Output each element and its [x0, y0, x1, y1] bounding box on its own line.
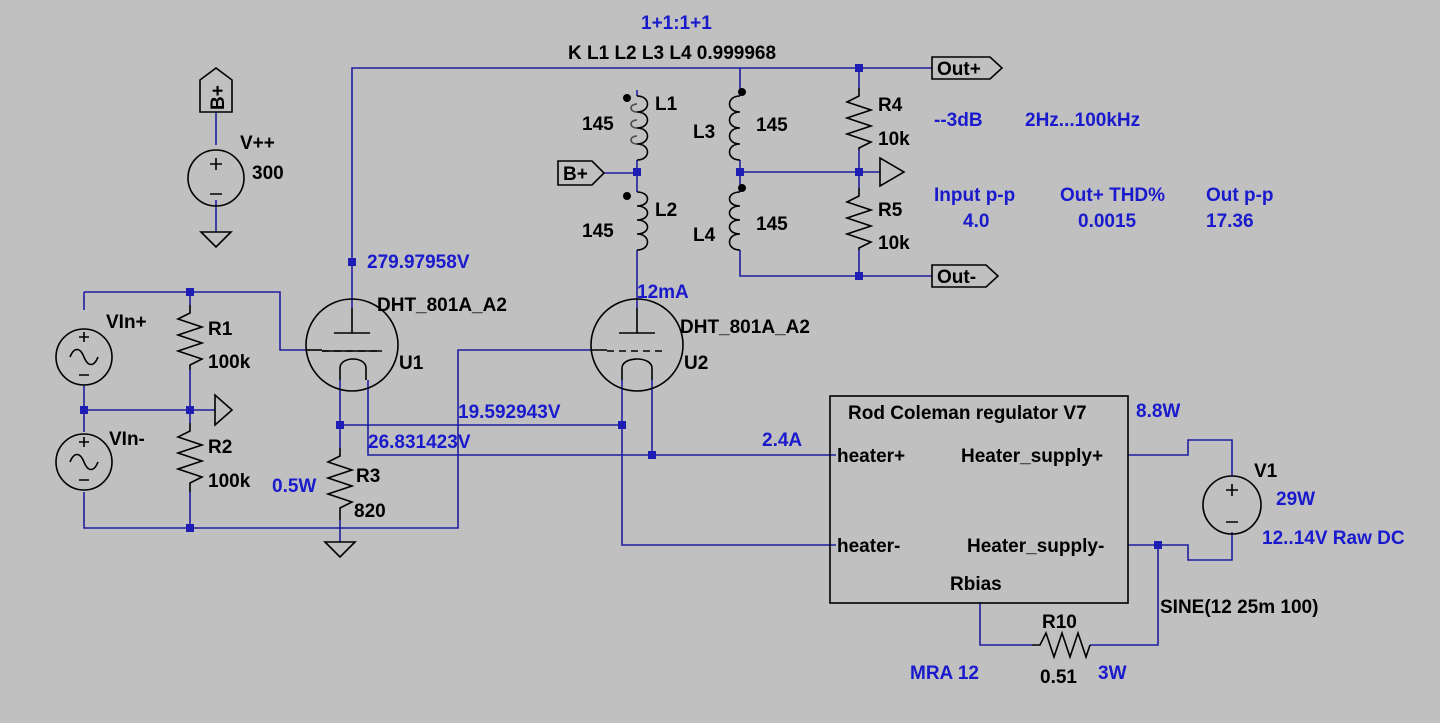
port-bplus-vpp[interactable]: B+: [199, 67, 233, 113]
bandwidth-label: --3dB: [934, 110, 983, 131]
u2-model: DHT_801A_A2: [680, 317, 810, 338]
resistor-r10[interactable]: [1032, 630, 1091, 660]
regulator-power: 8.8W: [1136, 401, 1180, 422]
vpp-value: 300: [252, 163, 284, 184]
heater-current: 2.4A: [762, 430, 802, 451]
l4-value: 145: [756, 214, 788, 235]
l1-value: 145: [582, 114, 614, 135]
v1-description: 12..14V Raw DC: [1262, 528, 1405, 549]
tube-u2[interactable]: [590, 298, 684, 392]
bandwidth-range: 2Hz...100kHz: [1025, 110, 1140, 131]
vinp-name: VIn+: [106, 312, 147, 333]
vpp-name: V++: [240, 133, 275, 154]
l4-name: L4: [693, 225, 716, 246]
l1-name: L1: [655, 94, 678, 115]
r3-power: 0.5W: [272, 476, 316, 497]
l2-value: 145: [582, 221, 614, 242]
vinn-name: VIn-: [109, 429, 145, 450]
r10-name: R10: [1042, 612, 1077, 633]
v1-power: 29W: [1276, 489, 1315, 510]
source-vinn[interactable]: [55, 433, 113, 491]
source-vpp[interactable]: [187, 149, 245, 207]
component-labels: 1+1:1+1 K L1 L2 L3 L4 0.999968 L1 145 L2…: [106, 13, 1278, 688]
output-pp-label: Out p-p: [1206, 185, 1274, 206]
sine-spec: SINE(12 25m 100): [1160, 597, 1318, 618]
tube-u1[interactable]: [305, 298, 399, 392]
r10-value: 0.51: [1040, 667, 1077, 688]
thd-value: 0.0015: [1078, 211, 1137, 232]
r4-value: 10k: [878, 129, 910, 150]
inductor-l4[interactable]: [728, 184, 747, 251]
resistor-r2[interactable]: [175, 423, 205, 492]
plate-current: 12mA: [637, 282, 689, 303]
inductor-l2[interactable]: [623, 191, 649, 251]
u1-name: U1: [399, 353, 424, 374]
regulator-title: Rod Coleman regulator V7: [848, 403, 1087, 424]
r2-value: 100k: [208, 471, 251, 492]
l3-value: 145: [756, 115, 788, 136]
transformer-coupling: K L1 L2 L3 L4 0.999968: [568, 43, 776, 64]
mra-label: MRA 12: [910, 663, 979, 684]
port-outn-label: Out-: [937, 267, 976, 288]
resistor-r1[interactable]: [175, 305, 205, 370]
regulator-heater-plus: heater+: [837, 446, 905, 467]
wires: [83, 67, 1233, 646]
r5-value: 10k: [878, 233, 910, 254]
source-v1[interactable]: [1202, 475, 1262, 535]
regulator-block[interactable]: Rod Coleman regulator V7 heater+ heater-…: [829, 395, 1129, 604]
r4-name: R4: [878, 95, 903, 116]
ground-vpp: [199, 231, 233, 249]
transformer-ratio: 1+1:1+1: [641, 13, 712, 34]
port-outn[interactable]: Out-: [931, 264, 1000, 288]
resistor-r4[interactable]: [844, 88, 874, 150]
port-bplus-l1[interactable]: B+: [557, 160, 606, 186]
regulator-rbias: Rbias: [950, 574, 1002, 595]
input-pp-label: Input p-p: [934, 185, 1015, 206]
thd-label: Out+ THD%: [1060, 185, 1165, 206]
port-outp-label: Out+: [937, 59, 981, 80]
u1-model: DHT_801A_A2: [377, 295, 507, 316]
r2-name: R2: [208, 437, 232, 458]
resistor-r3[interactable]: [325, 448, 355, 520]
ground-input: [214, 393, 234, 427]
u2-name: U2: [684, 353, 708, 374]
voltage-26-83: 26.831423V: [368, 432, 471, 453]
r3-value: 820: [354, 501, 386, 522]
ground-output: [879, 156, 906, 188]
resistor-r5[interactable]: [844, 188, 874, 250]
output-pp-value: 17.36: [1206, 211, 1254, 232]
junction-dots: [80, 64, 1162, 549]
ground-r3: [323, 541, 357, 559]
regulator-supply-plus: Heater_supply+: [961, 446, 1103, 467]
r10-power: 3W: [1098, 663, 1127, 684]
regulator-supply-minus: Heater_supply-: [967, 536, 1104, 557]
source-vinp[interactable]: [55, 328, 113, 386]
v1-name: V1: [1254, 461, 1278, 482]
port-bplus-l1-label: B+: [563, 164, 588, 185]
l3-name: L3: [693, 122, 715, 143]
port-outp[interactable]: Out+: [931, 56, 1004, 80]
annotations: 279.97958V 19.592943V 26.831423V 12mA 2.…: [272, 110, 1405, 684]
l2-name: L2: [655, 200, 677, 221]
r1-value: 100k: [208, 352, 251, 373]
inductor-l1[interactable]: [623, 94, 649, 161]
regulator-heater-minus: heater-: [837, 536, 900, 557]
port-bplus-vpp-label: B+: [208, 85, 229, 110]
r5-name: R5: [878, 200, 903, 221]
r1-name: R1: [208, 319, 233, 340]
voltage-19-59: 19.592943V: [458, 402, 561, 423]
input-pp-value: 4.0: [963, 211, 989, 232]
r3-name: R3: [356, 466, 380, 487]
plate-voltage: 279.97958V: [367, 252, 470, 273]
inductor-l3[interactable]: [728, 88, 747, 161]
